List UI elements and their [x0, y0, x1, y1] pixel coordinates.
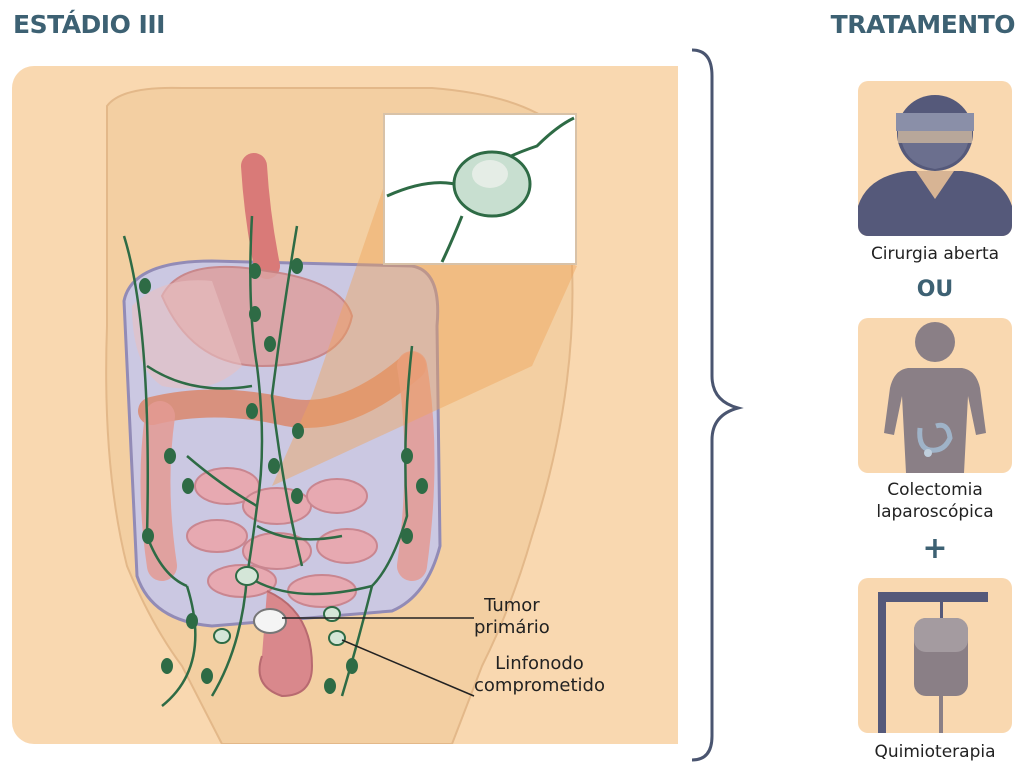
iv-bag-icon	[878, 592, 988, 733]
surgeon-icon	[858, 95, 1012, 236]
stage-heading: ESTÁDIO III	[13, 10, 165, 39]
open-surgery-caption: Cirurgia aberta	[870, 244, 1000, 264]
treatment-heading: TRATAMENTO	[830, 10, 1016, 39]
or-separator: OU	[916, 277, 954, 302]
grouping-brace	[691, 48, 744, 762]
anatomy-illustration-panel: Tumor primário Linfonodo comprometido	[12, 66, 678, 744]
abdomen-illustration	[105, 86, 577, 744]
body-silhouette-icon	[884, 322, 986, 473]
plus-separator: +	[922, 531, 948, 566]
laparoscopic-caption: Colectomia laparoscópica	[876, 480, 994, 522]
primary-tumor-label: Tumor primário	[474, 595, 550, 638]
open-surgery-card	[858, 81, 1012, 236]
chemotherapy-caption: Quimioterapia	[874, 742, 996, 762]
lymph-node-label: Linfonodo comprometido	[474, 653, 605, 696]
chemotherapy-card	[858, 578, 1012, 733]
laparoscopic-card	[858, 318, 1012, 473]
